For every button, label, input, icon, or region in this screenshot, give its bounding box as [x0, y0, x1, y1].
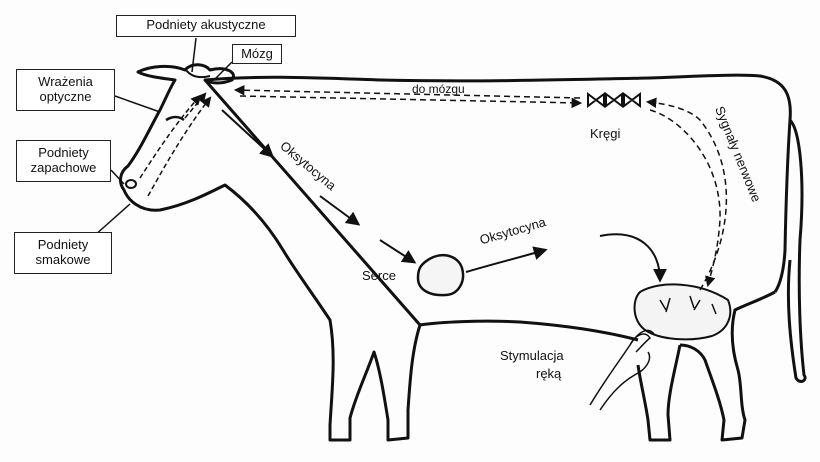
brain-box: Mózg: [232, 44, 282, 64]
taste-stimuli-box: Podniety smakowe: [14, 232, 112, 274]
stimulation-label-line2: ręką: [536, 366, 561, 381]
smell-stimuli-box: Podniety zapachowe: [16, 140, 111, 182]
acoustic-stimuli-box: Podniety akustyczne: [116, 15, 296, 37]
heart-shape: [418, 255, 463, 295]
arrow-spine-to-udder: [650, 110, 720, 285]
pointer-acoustic: [192, 38, 196, 72]
cow-nostril: [126, 180, 136, 188]
optical-impressions-box: Wrażenia optyczne: [16, 69, 115, 111]
arrow-oxytocin-to-heart: [380, 240, 414, 262]
stimulation-label-line1: Stymulacja: [500, 348, 564, 363]
arrow-oxytocin-heart-to-udder: [466, 250, 545, 272]
cow-outline: [121, 65, 806, 440]
arrow-spine-to-brain: [236, 90, 580, 98]
arrow-oxytocin-to-udder: [600, 234, 660, 280]
pointer-optical: [115, 96, 160, 112]
arrow-eye-to-brain: [185, 94, 205, 118]
heart-label: Serce: [362, 268, 396, 283]
cow-ear: [186, 70, 210, 77]
vertebrae-shape: [588, 94, 640, 106]
arrow-oxytocin-brain-to-heart: [222, 110, 272, 156]
to-brain-label: do mózgu: [412, 82, 465, 97]
vertebrae-label: Kręgi: [590, 126, 620, 141]
